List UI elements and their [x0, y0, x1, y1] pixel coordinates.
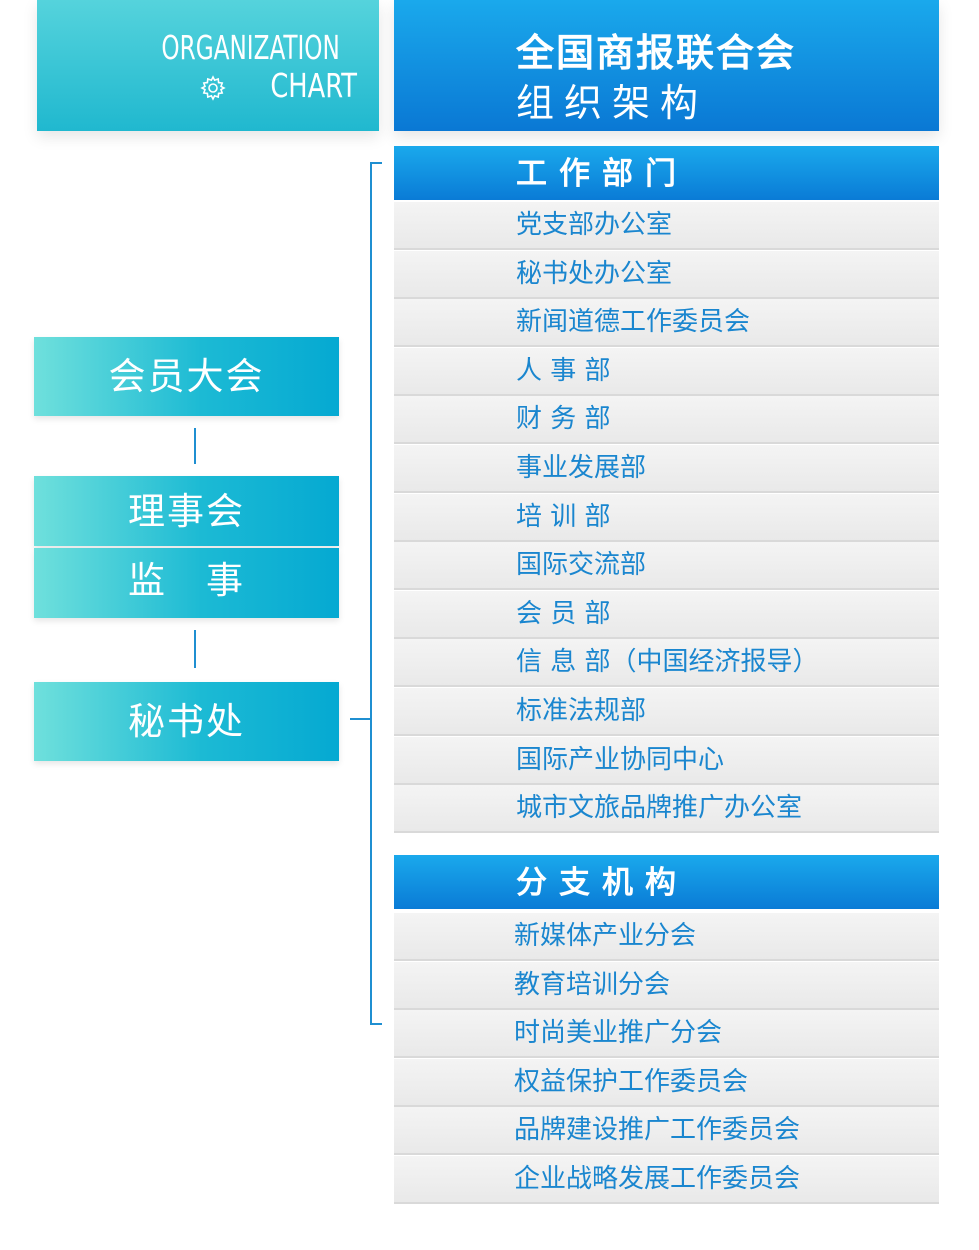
bracket-connector: [350, 718, 370, 720]
department-item: 会 员 部: [394, 590, 939, 637]
department-item: 国际交流部: [394, 542, 939, 589]
department-item: 培 训 部: [394, 493, 939, 540]
departments-header: 工作部门: [394, 146, 939, 200]
title-banner: 全国商报联合会 组织架构: [394, 0, 939, 131]
department-item: 财 务 部: [394, 396, 939, 443]
branch-item: 权益保护工作委员会: [394, 1058, 939, 1105]
department-item: 城市文旅品牌推广办公室: [394, 785, 939, 832]
department-item: 事业发展部: [394, 445, 939, 491]
org-chart-badge: ORGANIZATION CHART: [37, 0, 379, 131]
gear-icon: [200, 75, 226, 101]
department-item: 国际产业协同中心: [394, 736, 939, 783]
department-item: 秘书处办公室: [394, 250, 939, 297]
branch-item: 新媒体产业分会: [394, 913, 939, 959]
bracket-top: [370, 162, 382, 164]
bracket-bottom: [370, 1023, 382, 1025]
department-item: 人 事 部: [394, 347, 939, 394]
supervisor-box: 监 事: [34, 548, 339, 618]
page-subtitle: 组织架构: [516, 81, 709, 125]
council-box: 理事会: [34, 476, 339, 546]
department-item: 党支部办公室: [394, 202, 939, 248]
secretariat-box: 秘书处: [34, 682, 339, 761]
connector-line: [194, 630, 196, 668]
page-title: 全国商报联合会: [516, 31, 797, 75]
branches-header: 分支机构: [394, 855, 939, 909]
branch-item: 品牌建设推广工作委员会: [394, 1107, 939, 1154]
branch-item: 时尚美业推广分会: [394, 1010, 939, 1057]
org-chart-line2: CHART: [270, 66, 357, 105]
branch-item: 企业战略发展工作委员会: [394, 1156, 939, 1202]
branch-item: 教育培训分会: [394, 961, 939, 1008]
connector-line: [194, 428, 196, 464]
department-item: 标准法规部: [394, 688, 939, 734]
general-assembly-box: 会员大会: [34, 337, 339, 416]
department-item: 信 息 部（中国经济报导）: [394, 639, 939, 686]
bracket-line: [370, 162, 372, 1025]
org-chart-line1: ORGANIZATION: [161, 28, 340, 67]
department-item: 新闻道德工作委员会: [394, 299, 939, 346]
